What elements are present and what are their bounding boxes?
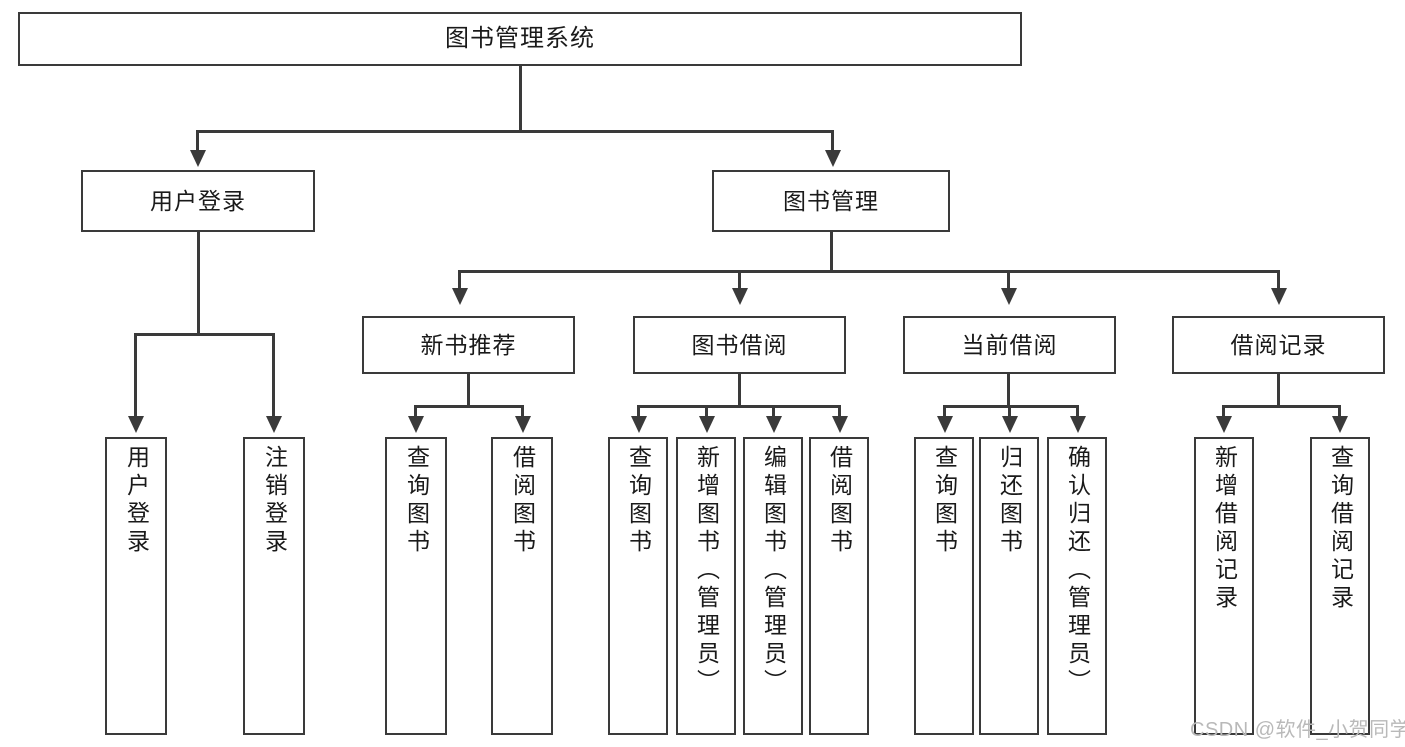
arrow-to-leaf-query-book-1 xyxy=(408,416,424,433)
arrow-to-leaf-add-record xyxy=(1216,416,1232,433)
node-label: 查询图书 xyxy=(625,445,652,557)
connector-br-child-1 xyxy=(1222,405,1225,421)
connector-root-to-user-login xyxy=(196,130,199,155)
connector-new-book-recommend-bar xyxy=(414,405,524,408)
arrow-to-leaf-return-book xyxy=(1002,416,1018,433)
connector-br-child-2 xyxy=(1338,405,1341,421)
connector-book-management-stem xyxy=(830,232,833,272)
connector-user-login-stem xyxy=(197,232,200,335)
arrow-to-leaf-logout-login xyxy=(266,416,282,433)
connector-root-bar xyxy=(196,130,834,133)
arrow-to-current-borrow xyxy=(1001,288,1017,305)
node-borrow-record: 借阅记录 xyxy=(1172,316,1385,374)
connector-nbr-child-1 xyxy=(414,405,417,421)
leaf-logout-login: 注销登录 xyxy=(243,437,305,735)
node-book-management: 图书管理 xyxy=(712,170,950,232)
leaf-edit-book: 编辑图书（管理员） xyxy=(743,437,803,735)
leaf-add-record: 新增借阅记录 xyxy=(1194,437,1254,735)
leaf-borrow-book-1: 借阅图书 xyxy=(491,437,553,735)
arrow-to-leaf-query-book-2 xyxy=(631,416,647,433)
node-label: 注销登录 xyxy=(261,445,288,557)
node-label: 用户登录 xyxy=(123,445,150,557)
node-user-login: 用户登录 xyxy=(81,170,315,232)
connector-nbr-child-2 xyxy=(521,405,524,421)
node-label: 查询借阅记录 xyxy=(1327,445,1354,613)
leaf-query-record: 查询借阅记录 xyxy=(1310,437,1370,735)
connector-root-stem xyxy=(519,66,522,132)
node-label: 借阅记录 xyxy=(1230,331,1327,358)
connector-to-borrow-record xyxy=(1277,270,1280,292)
connector-user-login-bar xyxy=(134,333,275,336)
arrow-to-new-book-recommend xyxy=(452,288,468,305)
connector-cb-child-3 xyxy=(1076,405,1079,421)
node-current-borrow: 当前借阅 xyxy=(903,316,1116,374)
node-label: 新增图书（管理员） xyxy=(693,445,720,697)
arrow-to-leaf-edit-book xyxy=(766,416,782,433)
arrow-to-leaf-query-book-3 xyxy=(937,416,953,433)
node-label: 新书推荐 xyxy=(420,331,517,358)
arrow-to-borrow-record xyxy=(1271,288,1287,305)
leaf-query-book-1: 查询图书 xyxy=(385,437,447,735)
connector-level3-bar xyxy=(458,270,1280,273)
node-new-book-recommend: 新书推荐 xyxy=(362,316,575,374)
connector-borrow-record-bar xyxy=(1222,405,1340,408)
leaf-query-book-3: 查询图书 xyxy=(914,437,974,735)
connector-book-borrow-stem xyxy=(738,374,741,407)
connector-bb-child-2 xyxy=(705,405,708,421)
connector-to-book-borrow xyxy=(738,270,741,292)
node-root-system: 图书管理系统 xyxy=(18,12,1022,66)
leaf-user-login: 用户登录 xyxy=(105,437,167,735)
connector-current-borrow-stem xyxy=(1007,374,1010,407)
connector-cb-child-1 xyxy=(943,405,946,421)
node-label: 图书借阅 xyxy=(691,331,788,358)
node-label: 查询图书 xyxy=(403,445,430,557)
arrow-to-leaf-add-book xyxy=(699,416,715,433)
node-label: 当前借阅 xyxy=(961,331,1058,358)
node-label: 图书管理系统 xyxy=(445,25,595,53)
leaf-return-book: 归还图书 xyxy=(979,437,1039,735)
node-label: 编辑图书（管理员） xyxy=(760,445,787,697)
node-label: 归还图书 xyxy=(996,445,1023,557)
connector-current-borrow-bar xyxy=(943,405,1079,408)
arrow-to-user-login xyxy=(190,150,206,167)
node-label: 借阅图书 xyxy=(826,445,853,557)
connector-book-borrow-bar xyxy=(637,405,841,408)
connector-bb-child-1 xyxy=(637,405,640,421)
connector-to-new-book-recommend xyxy=(458,270,461,292)
connector-user-login-child-2 xyxy=(272,333,275,421)
connector-user-login-child-1 xyxy=(134,333,137,421)
connector-bb-child-3 xyxy=(772,405,775,421)
node-label: 确认归还（管理员） xyxy=(1064,445,1091,697)
node-label: 查询图书 xyxy=(931,445,958,557)
connector-cb-child-2 xyxy=(1008,405,1011,421)
node-label: 图书管理 xyxy=(783,187,879,214)
arrow-to-book-borrow xyxy=(732,288,748,305)
leaf-confirm-return: 确认归还（管理员） xyxy=(1047,437,1107,735)
node-label: 借阅图书 xyxy=(509,445,536,557)
arrow-to-leaf-borrow-book-1 xyxy=(515,416,531,433)
connector-root-to-book-management xyxy=(831,130,834,155)
connector-borrow-record-stem xyxy=(1277,374,1280,407)
arrow-to-leaf-borrow-book-2 xyxy=(832,416,848,433)
node-label: 新增借阅记录 xyxy=(1211,445,1238,613)
connector-bb-child-4 xyxy=(838,405,841,421)
leaf-borrow-book-2: 借阅图书 xyxy=(809,437,869,735)
leaf-query-book-2: 查询图书 xyxy=(608,437,668,735)
arrow-to-leaf-user-login xyxy=(128,416,144,433)
csdn-watermark: CSDN @软件_小贺同学 xyxy=(1190,719,1405,741)
arrow-to-leaf-confirm-return xyxy=(1070,416,1086,433)
connector-to-current-borrow xyxy=(1007,270,1010,292)
leaf-add-book: 新增图书（管理员） xyxy=(676,437,736,735)
node-book-borrow: 图书借阅 xyxy=(633,316,846,374)
arrow-to-leaf-query-record xyxy=(1332,416,1348,433)
node-label: 用户登录 xyxy=(150,187,246,214)
connector-new-book-recommend-stem xyxy=(467,374,470,407)
arrow-to-book-management xyxy=(825,150,841,167)
